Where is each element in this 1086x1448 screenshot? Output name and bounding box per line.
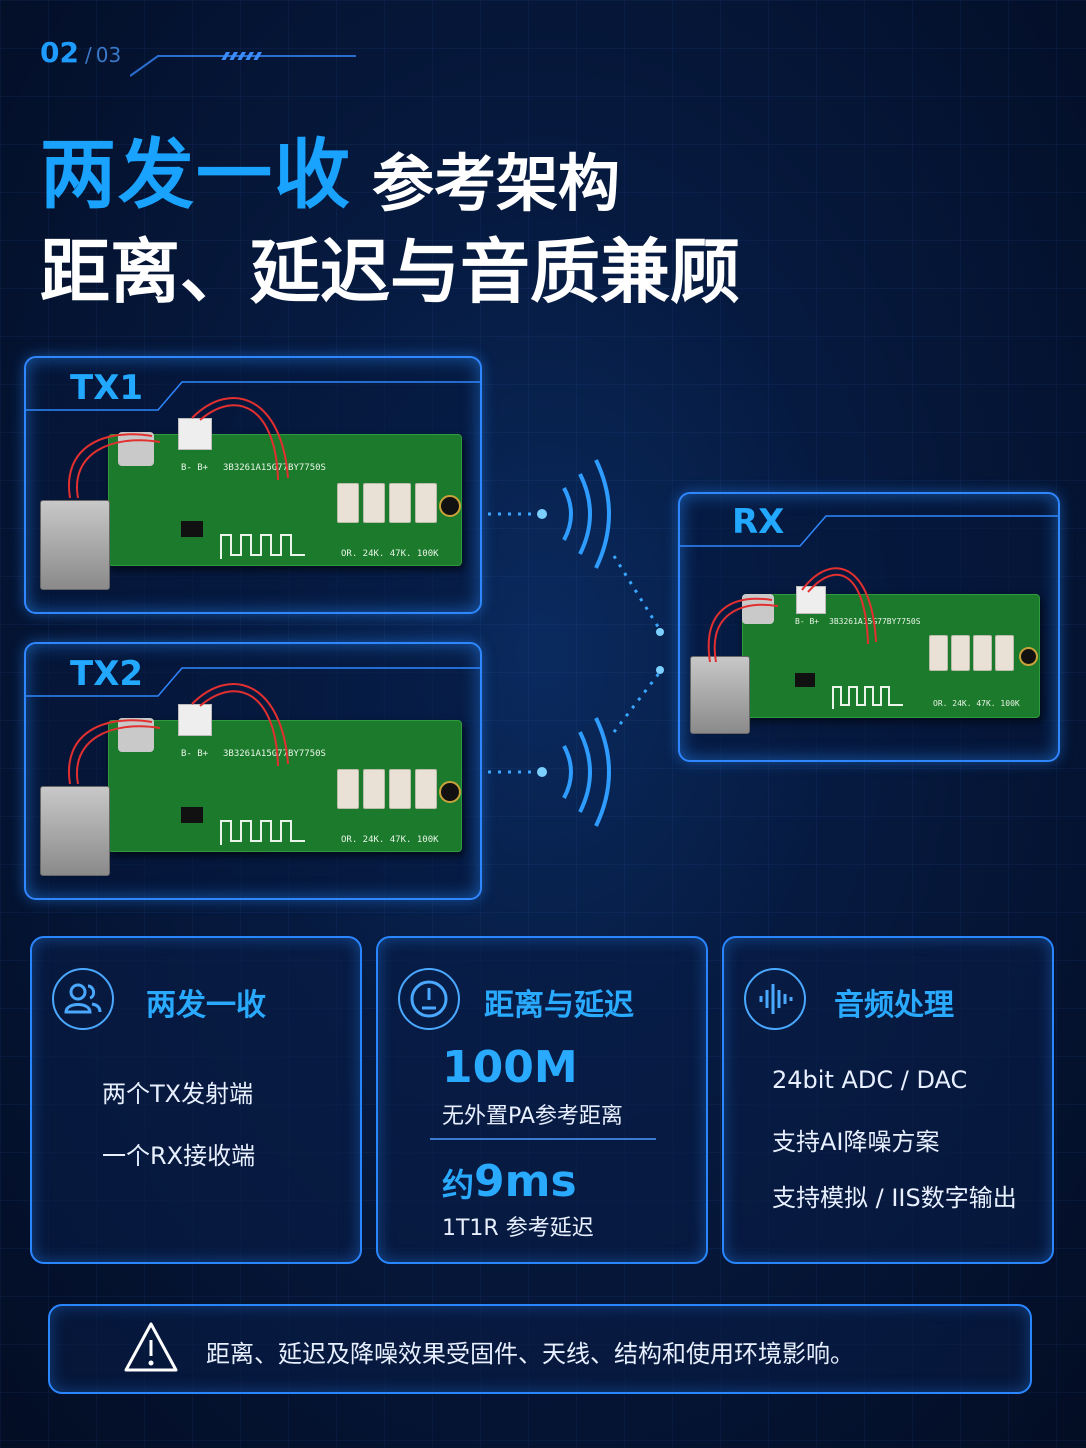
tx1-tab-line xyxy=(26,381,480,411)
tx2-connector xyxy=(178,704,212,736)
tx1-switch xyxy=(415,483,437,523)
tx2-label: TX2 xyxy=(70,654,144,694)
wireless-link-diagram xyxy=(488,459,664,827)
tx2-chip xyxy=(181,807,203,823)
tx2-serial: 3B3261A15G77BY7750S xyxy=(223,749,326,759)
page-current: 02 xyxy=(40,36,79,69)
tx1-values: OR. 24K. 47K. 100K xyxy=(341,549,439,559)
card-architecture: 两发一收 两个TX发射端 一个RX接收端 xyxy=(30,936,362,1264)
tx2-wires xyxy=(67,683,289,785)
tx1-mic xyxy=(439,495,461,517)
tx2-switch xyxy=(337,769,359,809)
tx1-usb-port xyxy=(40,500,110,590)
title-rest: 参考架构 xyxy=(372,147,621,220)
tx2-usb-port xyxy=(40,786,110,876)
latency-caption: 1T1R 参考延迟 xyxy=(442,1216,594,1241)
latency-prefix: 约 xyxy=(442,1166,475,1204)
card-range-latency-title: 距离与延迟 xyxy=(484,988,634,1023)
rx-switch xyxy=(951,635,970,671)
tx2-switch xyxy=(389,769,411,809)
tx1-antenna xyxy=(220,534,305,559)
title-line2: 距离、延迟与音质兼顾 xyxy=(40,231,740,313)
tx1-panel: TX1 3B3261A15G77BY7750S B- B+ OR. 24K. 4… xyxy=(24,356,482,614)
card-audio-title: 音频处理 xyxy=(834,988,954,1023)
tx2-switch xyxy=(363,769,385,809)
tx1-connector xyxy=(178,418,212,450)
card-audio-line1: 24bit ADC / DAC xyxy=(772,1066,968,1094)
tx1-label: TX1 xyxy=(70,368,144,408)
rx-mic xyxy=(1019,647,1038,666)
rx-switch xyxy=(995,635,1014,671)
rx-switch xyxy=(929,635,948,671)
rx-values: OR. 24K. 47K. 100K xyxy=(933,699,1020,708)
tx2-values: OR. 24K. 47K. 100K xyxy=(341,835,439,845)
rx-antenna xyxy=(832,686,903,709)
card-architecture-line2: 一个RX接收端 xyxy=(102,1142,256,1170)
tx2-typec xyxy=(118,718,154,752)
tx1-typec xyxy=(118,432,154,466)
tx1-serial: 3B3261A15G77BY7750S xyxy=(223,463,326,473)
title-highlight: 两发一收 xyxy=(40,130,352,219)
rx-pins: B- B+ xyxy=(795,617,820,626)
tx2-panel: TX2 3B3261A15G77BY7750S B- B+ OR. 24K. 4… xyxy=(24,642,482,900)
notice-text: 距离、延迟及降噪效果受固件、天线、结构和使用环境影响。 xyxy=(206,1340,854,1368)
tx1-switch xyxy=(363,483,385,523)
page-separator: / xyxy=(84,43,92,67)
page-total: 03 xyxy=(95,43,122,67)
rx-chip xyxy=(795,673,815,687)
tx1-pins: B- B+ xyxy=(181,463,209,473)
tx2-tab-line xyxy=(26,667,480,697)
latency-value: 约9ms xyxy=(442,1156,577,1207)
pager-decoration xyxy=(130,52,356,77)
card-audio-line3: 支持模拟 / IIS数字输出 xyxy=(772,1184,1017,1212)
card-audio-line2: 支持AI降噪方案 xyxy=(772,1128,940,1156)
range-caption: 无外置PA参考距离 xyxy=(442,1104,623,1129)
rx-connector xyxy=(796,586,826,614)
card-divider xyxy=(430,1138,656,1140)
rx-switch xyxy=(973,635,992,671)
tx1-switch xyxy=(337,483,359,523)
rx-usb-port xyxy=(690,656,750,734)
rx-tab-line xyxy=(680,515,1058,547)
rx-wires xyxy=(707,567,877,663)
card-range-latency: 距离与延迟 100M 无外置PA参考距离 约9ms 1T1R 参考延迟 xyxy=(376,936,708,1264)
card-architecture-title: 两发一收 xyxy=(146,988,266,1023)
timer-icon xyxy=(398,968,460,1030)
users-icon xyxy=(52,968,114,1030)
rx-panel: RX 3B3261A15G77BY7750S B- B+ OR. 24K. 47… xyxy=(678,492,1060,762)
tx1-switch xyxy=(389,483,411,523)
tx2-pins: B- B+ xyxy=(181,749,209,759)
card-audio: 音频处理 24bit ADC / DAC 支持AI降噪方案 支持模拟 / IIS… xyxy=(722,936,1054,1264)
tx2-mic xyxy=(439,781,461,803)
page-indicator: 02/03 xyxy=(40,36,121,69)
tx2-switch xyxy=(415,769,437,809)
waveform-icon xyxy=(744,968,806,1030)
rx-label: RX xyxy=(732,502,785,542)
tx1-chip xyxy=(181,521,203,537)
card-architecture-line1: 两个TX发射端 xyxy=(102,1080,254,1108)
latency-number: 9ms xyxy=(474,1156,577,1207)
tx1-wires xyxy=(67,397,289,499)
tx2-antenna xyxy=(220,820,305,845)
range-value: 100M xyxy=(442,1042,578,1093)
notice-bar: 距离、延迟及降噪效果受固件、天线、结构和使用环境影响。 xyxy=(48,1304,1032,1394)
warning-icon xyxy=(124,1322,178,1372)
